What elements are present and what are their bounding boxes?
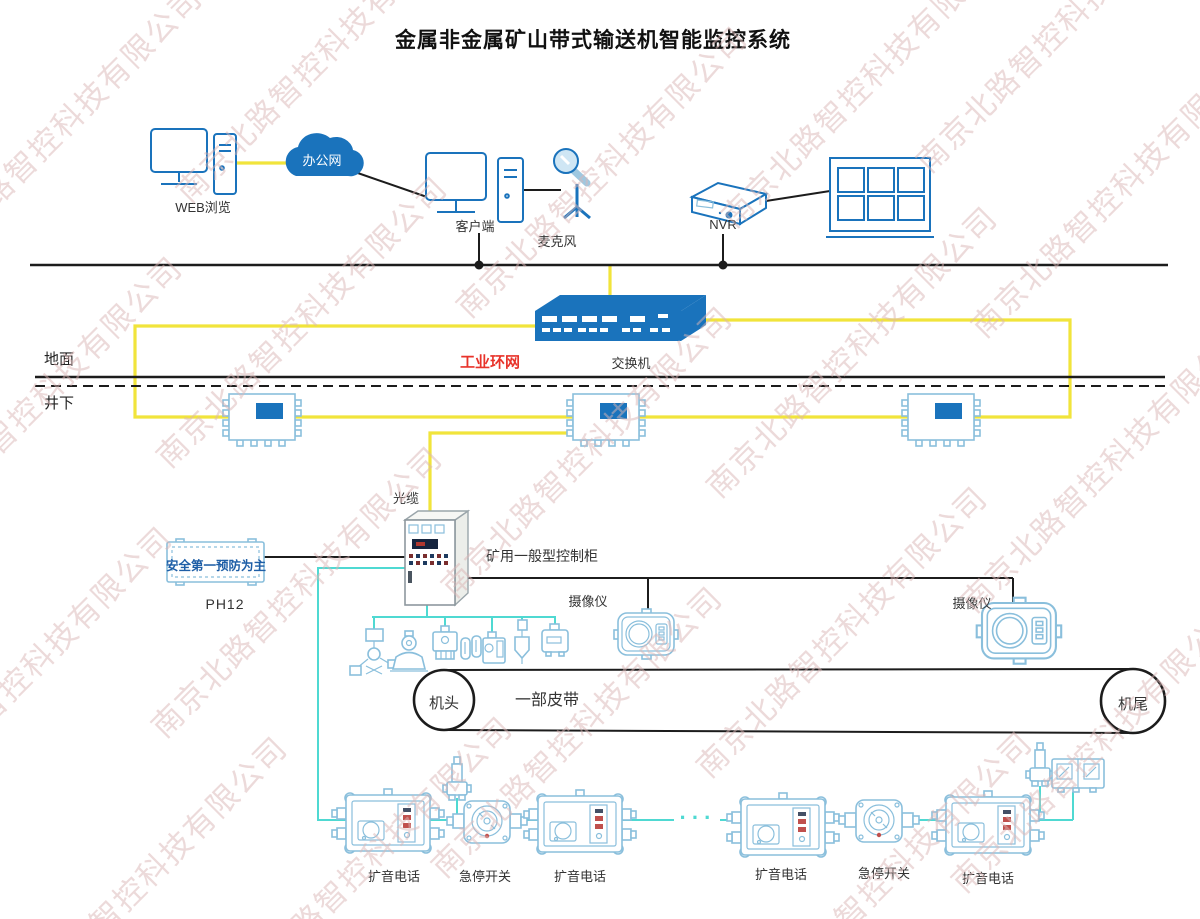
pull-wire-switch-1 <box>442 756 472 801</box>
conveyor-belt <box>412 667 1167 735</box>
ground-label: 地面 <box>44 351 75 368</box>
sensor-pump <box>390 630 428 672</box>
sensor-box-2 <box>482 631 506 664</box>
fiber-label: 光缆 <box>392 491 420 506</box>
cabinet-label: 矿用一般型控制柜 <box>486 548 598 564</box>
ellipsis-label: ··· <box>679 805 717 830</box>
estop-switch-1 <box>446 800 528 844</box>
loudspeaker-phone-3 <box>726 792 840 858</box>
sensor-cluster <box>349 619 569 676</box>
sensor-rollers <box>460 635 482 660</box>
phone2-label: 扩音电话 <box>553 869 607 884</box>
nvr-label: NVR <box>709 217 737 232</box>
page-title: 金属非金属矿山带式输送机智能监控系统 <box>395 29 791 52</box>
sensor-valve <box>349 628 399 676</box>
estop1-label: 急停开关 <box>458 869 512 884</box>
sensor-box-1 <box>432 625 458 660</box>
office-network-label: 办公网 <box>302 153 342 168</box>
microphone <box>553 148 591 220</box>
belt-head-label: 机头 <box>428 695 460 712</box>
client-computer <box>425 152 524 223</box>
client-label: 客户端 <box>455 219 495 234</box>
junction-box-3 <box>901 393 981 447</box>
loudspeaker-phone-4 <box>931 790 1045 856</box>
nvr-device <box>689 181 769 226</box>
surface-underground-divider <box>35 375 1165 387</box>
office-cloud <box>285 133 364 177</box>
pull-wire-switch-2 <box>1025 742 1055 787</box>
switch-label: 交换机 <box>611 356 651 371</box>
phone4-label: 扩音电话 <box>961 871 1015 886</box>
web-browse-label: WEB浏览 <box>175 200 231 215</box>
belt-tail-label: 机尾 <box>1117 696 1149 713</box>
loudspeaker-phone-2 <box>523 789 637 855</box>
camera2-label: 摄像仪 <box>952 596 992 611</box>
control-cabinet <box>402 509 471 607</box>
video-wall <box>826 157 934 238</box>
safety-sign-text: 安全第一预防为主 <box>165 559 267 573</box>
ethernet-switch <box>535 295 706 341</box>
phone1-label: 扩音电话 <box>367 869 421 884</box>
sensor-bus-lines <box>372 605 556 632</box>
surface-network-lines <box>30 170 1168 270</box>
sensor-probe <box>514 619 530 664</box>
estop2-label: 急停开关 <box>857 866 911 881</box>
junction-box-2 <box>566 393 646 447</box>
web-computer <box>150 128 237 195</box>
junction-box-1 <box>222 393 302 447</box>
microphone-label: 麦克风 <box>537 234 577 249</box>
safety-sign-board <box>166 538 265 586</box>
signal-device <box>1051 758 1105 793</box>
camera1-label: 摄像仪 <box>568 594 608 609</box>
belt-name-label: 一部皮带 <box>514 692 580 709</box>
sensor-box-3 <box>541 623 569 657</box>
estop-switch-2 <box>838 799 920 843</box>
sign-model-label: PH12 <box>205 596 245 612</box>
ring-network-label: 工业环网 <box>459 354 521 371</box>
underground-label: 井下 <box>44 395 75 412</box>
cabinet-links <box>264 556 1014 613</box>
phone3-label: 扩音电话 <box>754 867 808 882</box>
camera-1 <box>613 608 679 660</box>
loudspeaker-phone-1 <box>331 788 445 854</box>
